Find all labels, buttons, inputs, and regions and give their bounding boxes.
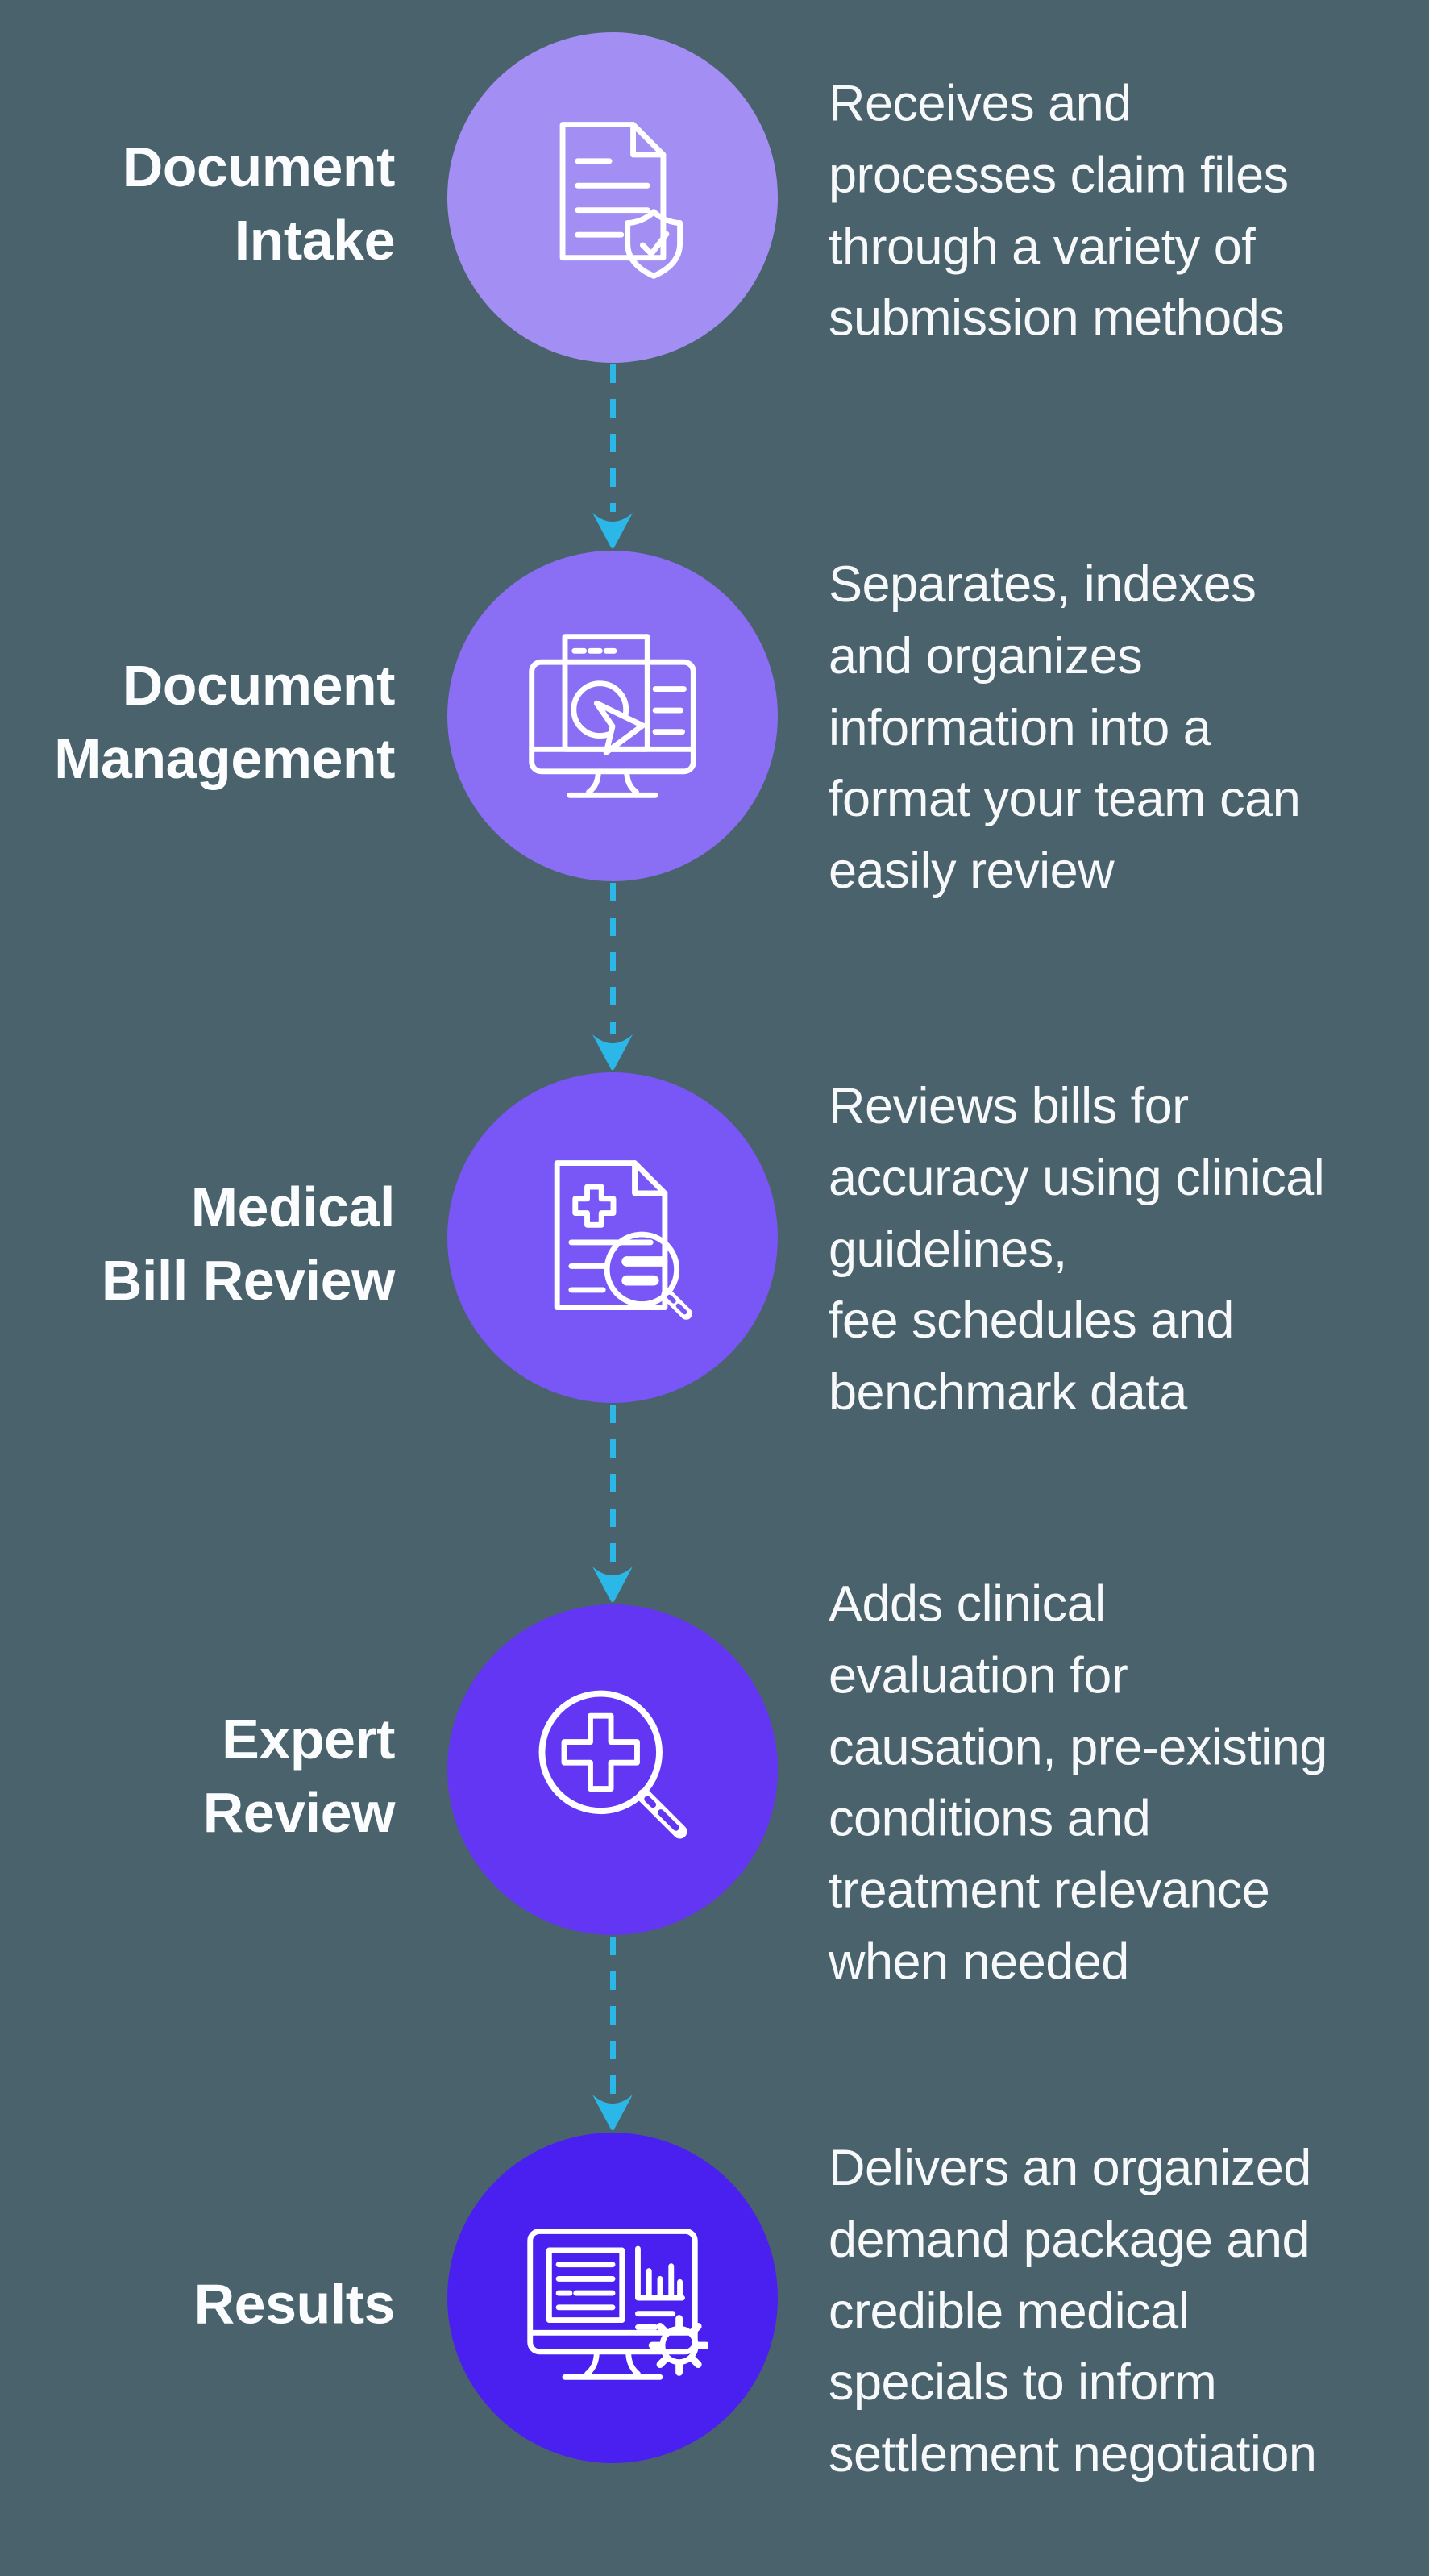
dashed-line xyxy=(609,1405,616,1566)
document-shield-check-icon xyxy=(559,122,683,279)
arrow-down-icon xyxy=(592,2095,633,2131)
step-label-medical-bill-review: Medical Bill Review xyxy=(101,1176,396,1312)
dashed-line xyxy=(609,883,616,1034)
handle-core xyxy=(675,1303,687,1315)
arrow-down-icon xyxy=(592,513,633,549)
flow-connector xyxy=(592,1405,633,1603)
step-description-medical-bill-review: Reviews bills for accuracy using clinica… xyxy=(829,1077,1325,1421)
arrow-down-icon xyxy=(592,1567,633,1603)
step-circle-expert-review xyxy=(447,1604,778,1935)
step-label-document-intake: Document Intake xyxy=(122,135,396,272)
flow-connector xyxy=(592,364,633,549)
step-label-document-management: Document Management xyxy=(54,654,395,790)
step-circle-document-intake xyxy=(447,32,778,363)
arrow-down-icon xyxy=(592,1034,633,1071)
dashed-line xyxy=(609,1937,616,2094)
handle-core xyxy=(667,1294,676,1304)
monitor-cursor-icon xyxy=(529,634,696,798)
gear-icon xyxy=(648,2315,708,2376)
step-label-expert-review: Expert Review xyxy=(202,1708,396,1844)
handle-core xyxy=(658,1809,679,1831)
step-circle-results xyxy=(447,2133,778,2463)
handle-core xyxy=(644,1796,657,1808)
step-description-expert-review: Adds clinical evaluation for causation, … xyxy=(829,1575,1327,1991)
flow-connector xyxy=(592,883,633,1071)
flow-connector xyxy=(592,1937,633,2131)
magnifier-medical-cross-icon xyxy=(538,1690,687,1839)
cursor-pointer-shape xyxy=(593,700,646,755)
step-description-results: Delivers an organized demand package and… xyxy=(829,2139,1317,2483)
step-circle-document-management xyxy=(447,551,778,881)
monitor-report-gear-icon xyxy=(527,2228,708,2380)
step-circle-medical-bill-review xyxy=(447,1072,778,1403)
step-description-document-management: Separates, indexes and organizes informa… xyxy=(829,556,1301,900)
step-description-document-intake: Receives and processes claim files throu… xyxy=(829,75,1289,347)
dashed-line xyxy=(609,364,616,512)
step-label-results: Results xyxy=(193,2272,396,2336)
medical-bill-magnifier-icon xyxy=(554,1160,692,1320)
